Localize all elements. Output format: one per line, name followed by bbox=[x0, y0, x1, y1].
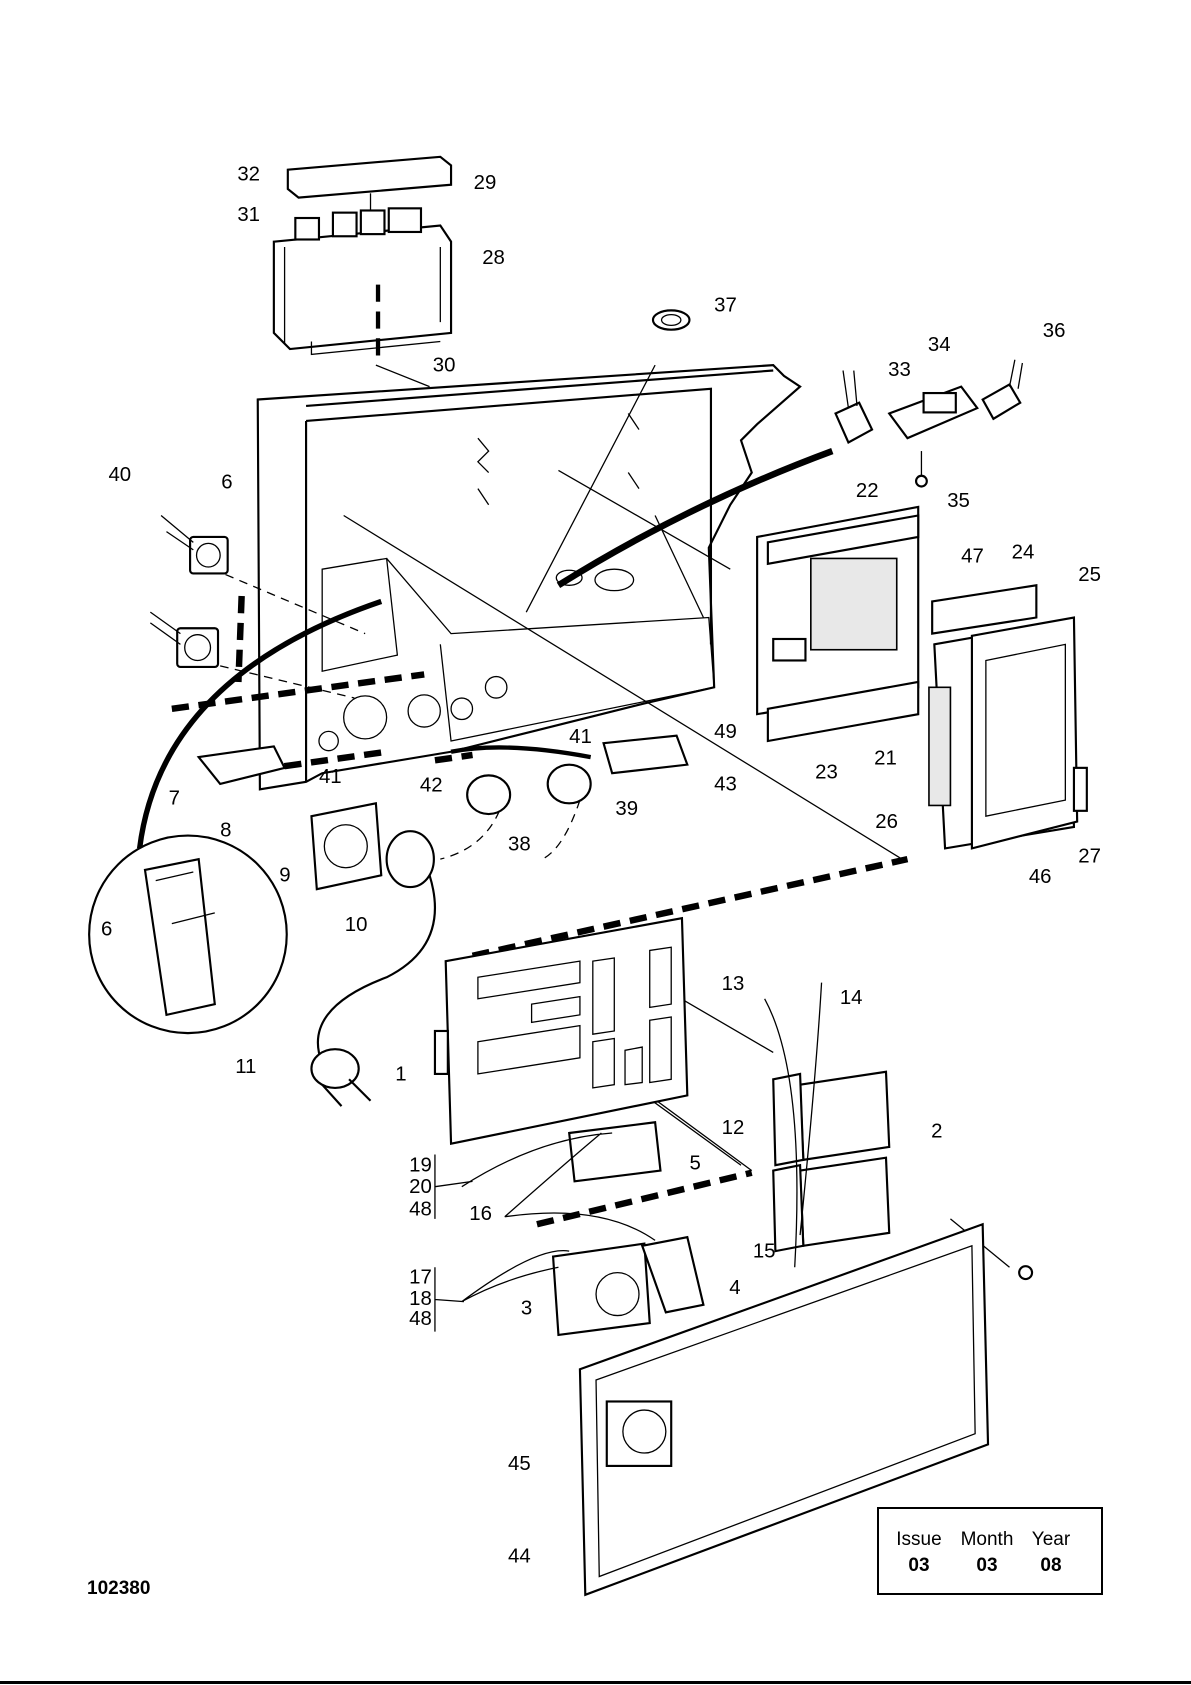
callout: 49 bbox=[714, 721, 737, 743]
part-11-plug bbox=[311, 1049, 370, 1106]
callout: 6 bbox=[101, 918, 112, 940]
drawing-number: 102380 bbox=[87, 1578, 150, 1600]
callout: 3 bbox=[521, 1297, 532, 1319]
revision-box: Issue 03 Month 03 Year 08 bbox=[877, 1507, 1103, 1595]
part-28-control-module bbox=[274, 208, 451, 365]
part-32-cover bbox=[288, 157, 451, 215]
part-43-bracket bbox=[604, 736, 688, 774]
callout: 48 bbox=[409, 1199, 432, 1221]
issue-column: Issue 03 bbox=[884, 1529, 954, 1577]
callout: 16 bbox=[469, 1203, 492, 1225]
month-label: Month bbox=[952, 1529, 1022, 1551]
callout: 6 bbox=[221, 472, 232, 494]
callout: 33 bbox=[888, 359, 911, 381]
callout: 7 bbox=[169, 787, 180, 809]
callout: 48 bbox=[409, 1308, 432, 1330]
detail-view-6 bbox=[89, 836, 287, 1034]
callout: 44 bbox=[508, 1546, 531, 1568]
callout: 13 bbox=[722, 973, 745, 995]
callout: 22 bbox=[856, 480, 879, 502]
callout: 45 bbox=[508, 1453, 531, 1475]
callout: 26 bbox=[875, 811, 898, 833]
part-21-22-relay-board bbox=[757, 507, 918, 741]
callout: 34 bbox=[928, 334, 951, 356]
callout: 35 bbox=[947, 490, 970, 512]
part-9-plate bbox=[311, 803, 381, 889]
callout: 39 bbox=[615, 798, 638, 820]
part-5-fuse-rail bbox=[569, 1122, 660, 1181]
dashed-guide bbox=[473, 859, 908, 956]
month-column: Month 03 bbox=[952, 1529, 1022, 1577]
callout: 29 bbox=[474, 172, 497, 194]
callout: 20 bbox=[409, 1176, 432, 1198]
callout: 42 bbox=[420, 774, 443, 796]
callout: 23 bbox=[815, 762, 838, 784]
part-2-terminal-blocks bbox=[765, 983, 890, 1268]
issue-value: 03 bbox=[884, 1555, 954, 1577]
callout: 18 bbox=[409, 1288, 432, 1310]
part-40-connectors bbox=[150, 515, 227, 666]
month-value: 03 bbox=[952, 1555, 1022, 1577]
callout: 2 bbox=[931, 1120, 942, 1142]
callout: 15 bbox=[753, 1241, 776, 1263]
callout: 5 bbox=[689, 1153, 700, 1175]
part-3-switch bbox=[553, 1244, 650, 1335]
callout: 19 bbox=[409, 1155, 432, 1177]
callout: 25 bbox=[1078, 564, 1101, 586]
dashed-guide bbox=[537, 1173, 752, 1225]
callout: 8 bbox=[220, 820, 231, 842]
callout: 32 bbox=[237, 163, 260, 185]
callout: 41 bbox=[319, 766, 342, 788]
part-37-grommet bbox=[653, 310, 690, 329]
callout: 30 bbox=[433, 355, 456, 377]
callout: 17 bbox=[409, 1266, 432, 1288]
callout: 38 bbox=[508, 834, 531, 856]
callout: 4 bbox=[729, 1277, 740, 1299]
dashed-guide bbox=[238, 596, 241, 682]
callout: 28 bbox=[482, 247, 505, 269]
callout: 36 bbox=[1043, 320, 1066, 342]
callout: 46 bbox=[1029, 866, 1052, 888]
callout: 21 bbox=[874, 748, 897, 770]
issue-label: Issue bbox=[884, 1529, 954, 1551]
callout: 12 bbox=[722, 1117, 745, 1139]
part-1-mounting-plate bbox=[435, 918, 687, 1144]
callout: 9 bbox=[279, 865, 290, 887]
callout: 40 bbox=[108, 464, 131, 486]
year-column: Year 08 bbox=[1016, 1529, 1086, 1577]
callout: 47 bbox=[961, 546, 984, 568]
year-value: 08 bbox=[1016, 1555, 1086, 1577]
callout: 31 bbox=[237, 204, 260, 226]
callout: 37 bbox=[714, 294, 737, 316]
year-label: Year bbox=[1016, 1529, 1086, 1551]
bottom-rule bbox=[0, 1681, 1191, 1684]
callout: 41 bbox=[569, 726, 592, 748]
callout: 43 bbox=[714, 773, 737, 795]
callout: 27 bbox=[1078, 845, 1101, 867]
callout: 24 bbox=[1012, 541, 1035, 563]
callout: 10 bbox=[345, 914, 368, 936]
part-4-fuse-holder bbox=[642, 1237, 703, 1312]
callout: 11 bbox=[235, 1056, 256, 1078]
callout: 1 bbox=[395, 1063, 406, 1085]
callout: 14 bbox=[840, 987, 863, 1009]
part-24-25-26-display bbox=[929, 585, 1087, 848]
part-33-34-board bbox=[836, 360, 1023, 487]
